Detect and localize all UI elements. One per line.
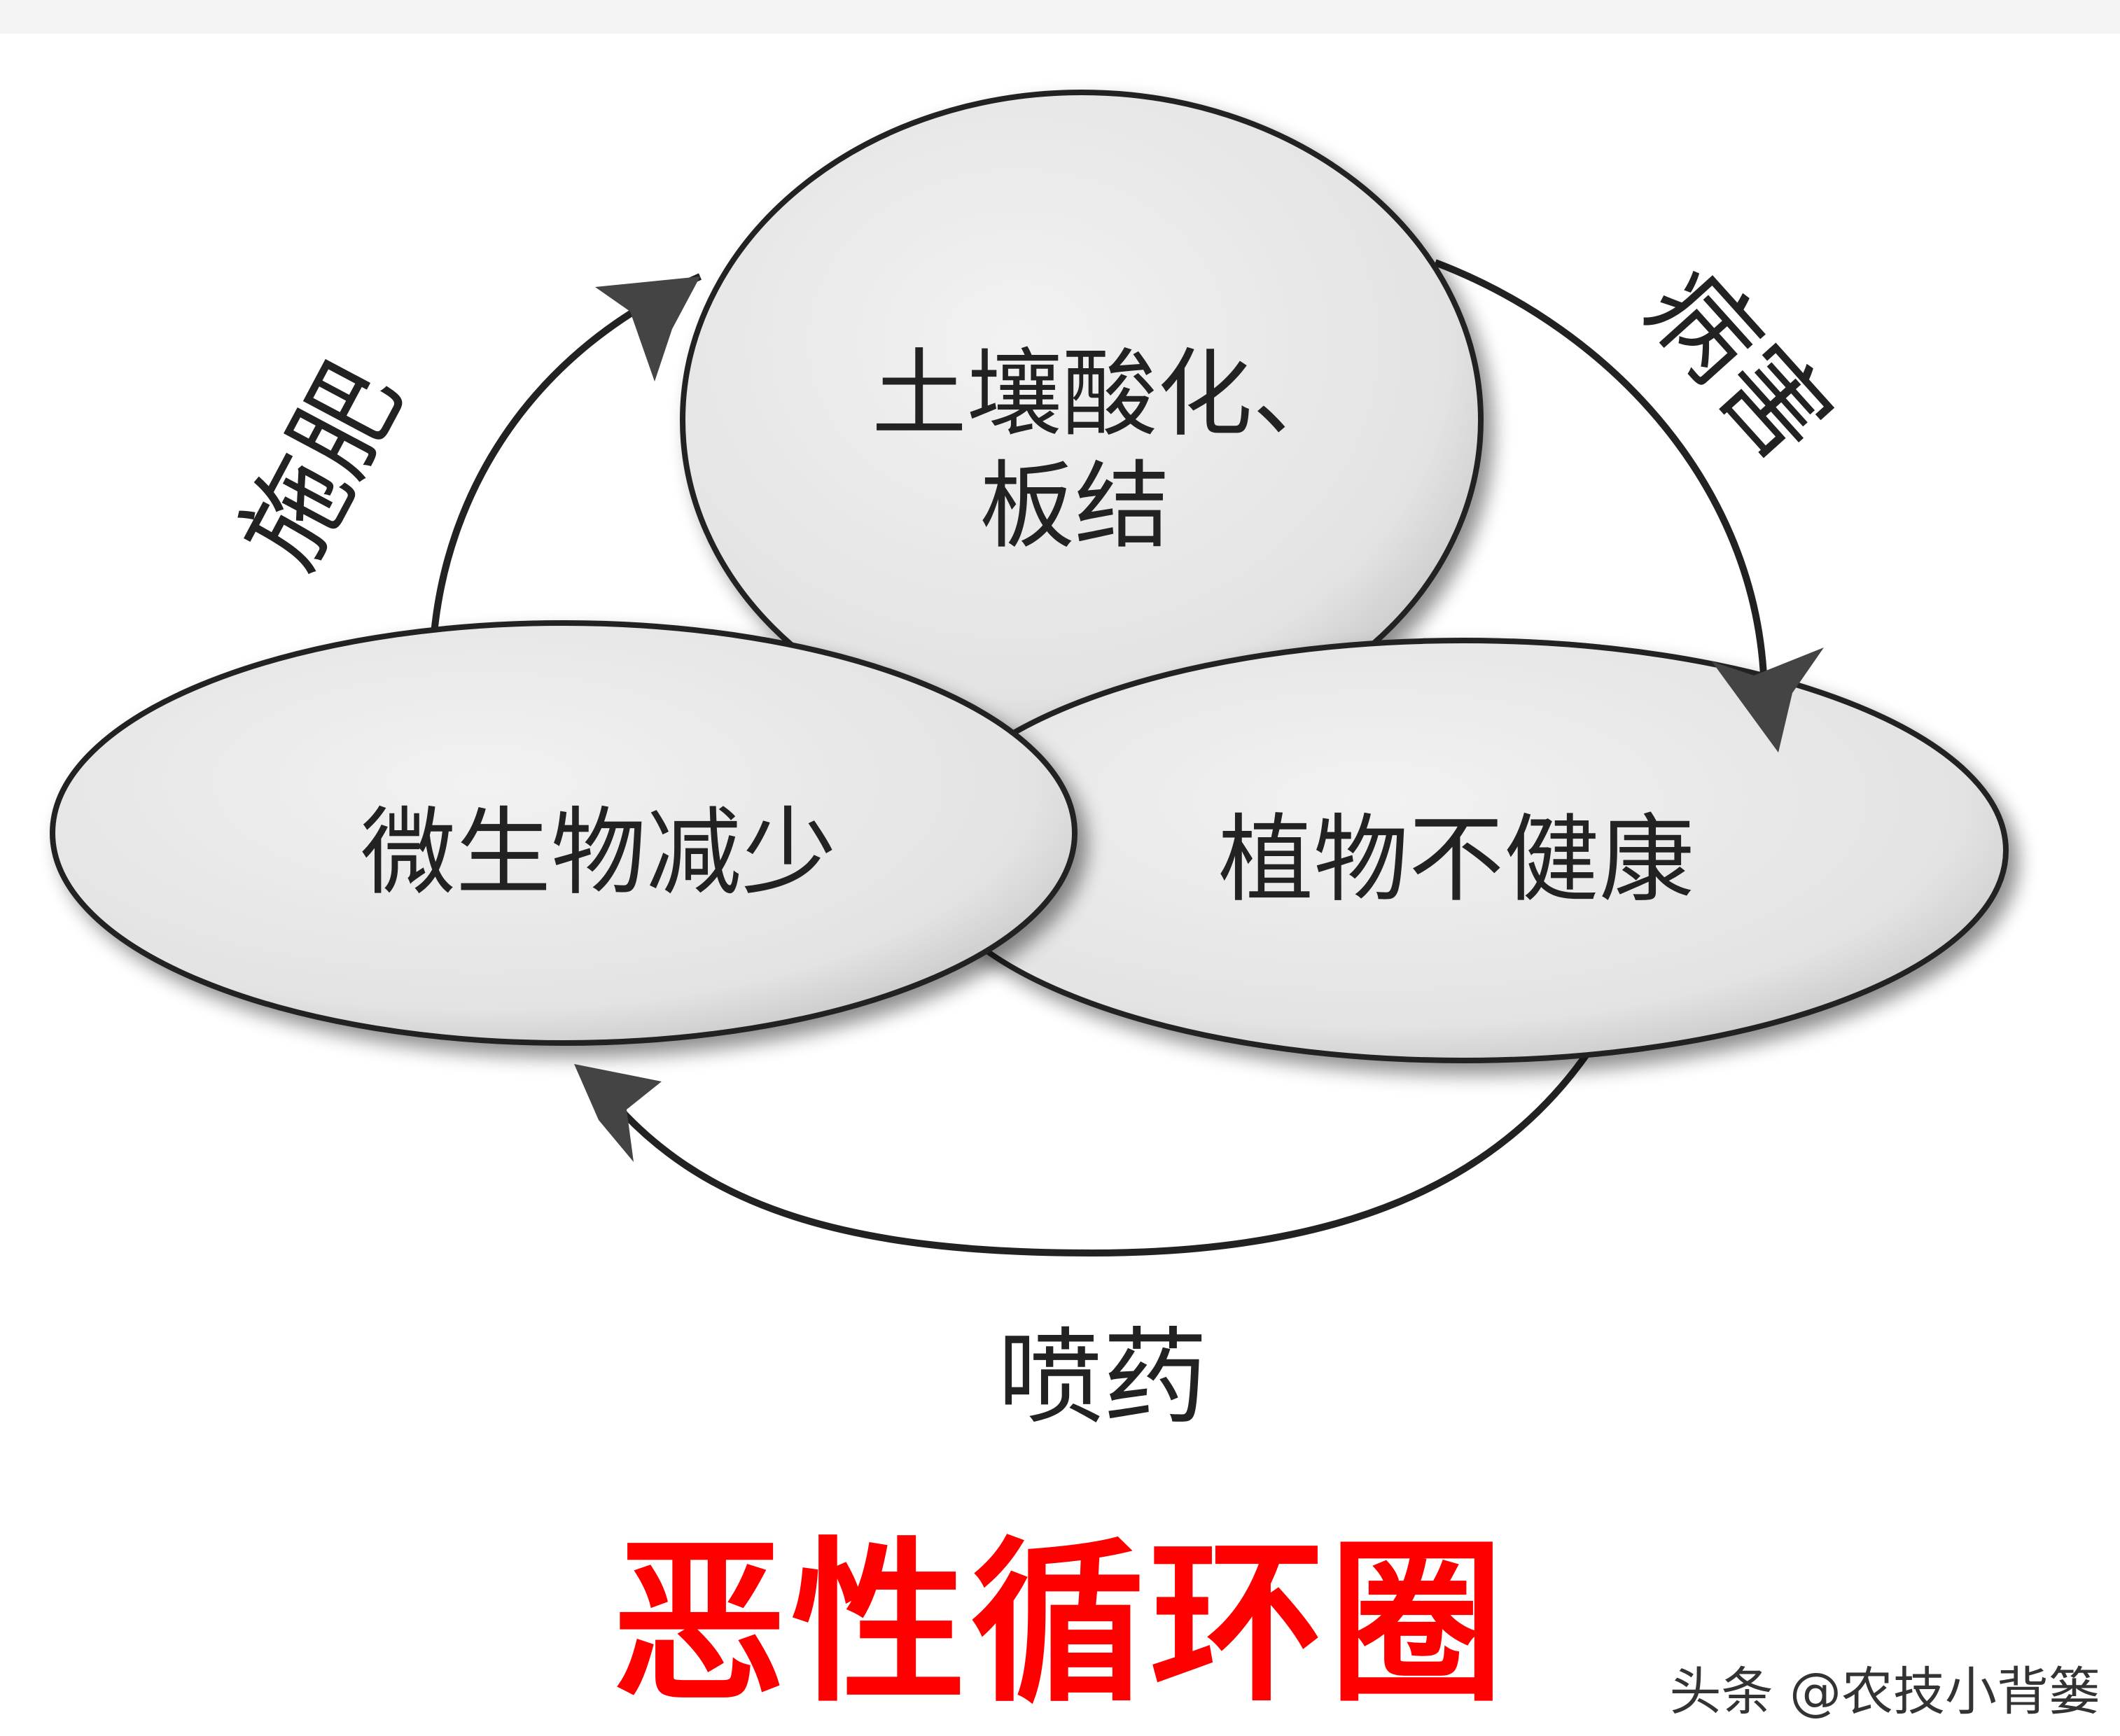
node-microbe-label: 微生物减少 <box>361 798 837 909</box>
node-soil-label-line1: 土壤酸化、 <box>872 340 1348 450</box>
arrowheads <box>574 276 1824 1162</box>
arc-disease <box>1434 259 1768 701</box>
node-soil-label-line2: 板结 <box>979 451 1170 562</box>
arrowhead-fertilize <box>595 276 700 382</box>
node-labels: 土壤酸化、 板结 植物不健康 微生物减少 <box>361 340 1694 916</box>
edge-label-disease: 病害 <box>1623 246 1854 483</box>
arc-spray <box>599 1027 1607 1257</box>
page-title: 恶性循环圈 <box>612 1522 1508 1726</box>
node-plant-label: 植物不健康 <box>1218 805 1694 916</box>
edge-label-spray: 喷药 <box>998 1317 1208 1439</box>
watermark: 头条 @农技小背篓 <box>1669 1662 2100 1722</box>
node-microbe-shape <box>50 620 1078 1046</box>
edge-label-fertilize: 施肥 <box>219 345 425 588</box>
arrowhead-disease <box>1712 648 1824 752</box>
ellipse-microbe <box>50 620 1078 1046</box>
arrowhead-spray <box>574 1064 662 1162</box>
top-band <box>0 0 2120 34</box>
